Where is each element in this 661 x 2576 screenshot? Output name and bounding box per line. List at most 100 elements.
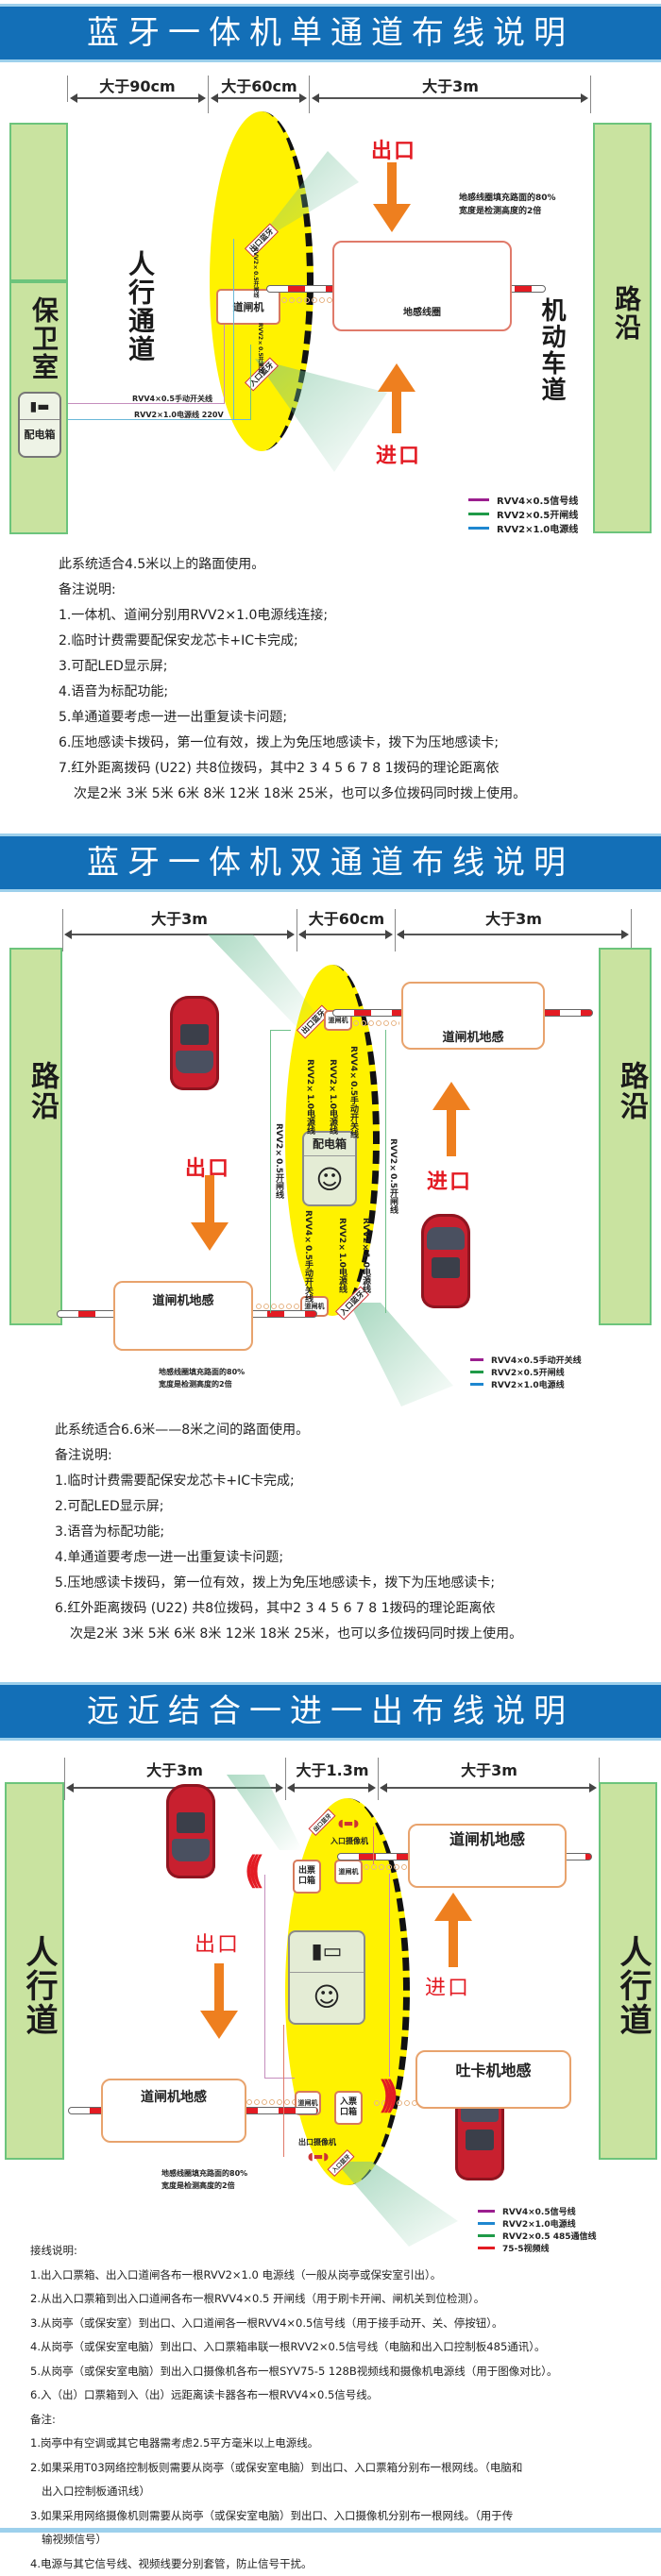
guard-room-label: 保卫室 [25,296,62,381]
loop-note-line-2: 宽度是检测高度的2倍 [459,205,556,218]
barrier-chain [352,1020,399,1026]
section2-title-banner: 蓝牙一体机双通道布线说明 [0,833,661,892]
loop-note-line-1: 地感线圈填充路面的80% [159,1366,245,1378]
entry-label: 进口 [376,439,421,469]
wiring-item: 1.出入口票箱、出入口道闸各布一根RVV2×1.0 电源线（一般从岗亭或保安室引… [30,2264,558,2288]
entry-arrow-icon [378,363,415,434]
ground-loop-label: 道闸机地感 [449,1830,525,1848]
remark-item: 1.岗亭中有空调或其它电器需考虑2.5平方毫米以上电源线。 [30,2432,558,2456]
legend-item: RVV4×0.5信号线 [478,2205,597,2217]
entry-arrow-icon [434,1893,472,1968]
legend-section2: RVV4×0.5手动开关线 RVV2×0.5开闸线 RVV2×1.0电源线 [470,1354,582,1390]
ground-loop-label: 道闸机地感 [141,2090,207,2105]
curb-right: 人行道 [599,1782,657,2160]
legend-item: RVV2×1.0电源线 [478,2217,597,2230]
loop-note-line-2: 宽度是检测高度的2倍 [161,2180,247,2192]
cable-open-vertical [250,345,251,420]
barrier-chain [246,2099,295,2105]
ground-loop-label: 道闸机地感 [152,1294,213,1308]
barrier-chain [280,297,332,303]
curb-right-label: 人行道 [610,1935,656,2037]
entry-reader-beam [349,1303,453,1406]
dim-tick [395,909,396,951]
roadway-label: 机动车道 [534,297,569,403]
dim-label-3: 大于3m [397,906,631,929]
exit-arrow-icon [200,1963,238,2039]
section3-title-banner: 远近结合一进一出布线说明 [0,1682,661,1741]
cable-open-left [270,1030,271,1313]
dim-arrow-2 [212,97,305,99]
exit-ticket-box: 出票口箱 [293,1860,321,1894]
remarks-heading: 备注: [30,2408,558,2433]
cable-manual-switch-vertical [224,325,225,404]
dim-label-1: 大于3m [62,906,297,929]
entry-reader-beam [335,2162,458,2247]
exit-arrow-icon [191,1175,229,1251]
cable-power-vertical [233,239,234,420]
section2-intro: 此系统适合6.6米——8米之间的路面使用。 [55,1418,522,1443]
cable-manual-switch-label: RVV4×0.5手动开关线 [132,394,212,404]
wiring-item: 4.从岗亭（或保安室电脑）到出口、入口票箱串联一根RVV2×0.5信号线（电脑和… [30,2335,558,2360]
entry-label: 进口 [427,1165,472,1195]
exit-reader-beam [208,934,321,1029]
curb-left-top [9,123,68,281]
loop-note: 地感线圈填充路面的80% 宽度是检测高度的2倍 [459,192,556,218]
legend-section1: RVV4×0.5信号线 RVV2×0.5开闸线 RVV2×1.0电源线 [468,493,578,535]
dim-label-3: 大于3m [380,1758,599,1780]
cable-label: RVV4×0.5手动开关线 [302,1210,314,1303]
exit-ticket-box-label: 出票口箱 [297,1866,316,1887]
ground-loop-label: 道闸机地感 [442,1031,503,1045]
remark-item: 3.如果采用网络摄像机则需要从岗亭（或保安室电脑）到出口、入口摄像机分别布一根网… [30,2504,558,2529]
note-item: 3.可配LED显示屏; [59,654,526,680]
dim-arrow-2 [300,934,391,935]
note-item: 2.可配LED显示屏; [55,1494,522,1520]
section3-notes: 接线说明: 1.出入口票箱、出入口道闸各布一根RVV2×1.0 电源线（一般从岗… [30,2239,558,2576]
ground-loop-bottom: 道闸机地感 [101,2079,246,2143]
note-item: 2.临时计费需要配保安龙芯卡+IC卡完成; [59,629,526,654]
cable-power-label: RVV2×1.0电源线 220V [134,410,224,420]
dim-tick [378,1758,379,1800]
ground-loop-top: 道闸机地感 [408,1824,567,1888]
legend-item: RVV2×1.0电源线 [470,1378,582,1390]
barrier-machine-top: 道闸机 [334,1860,363,1884]
dim-tick [631,909,632,951]
wiring-item: 3.从岗亭（或保安室）到出口、入口道闸各一根RVV4×0.5信号线（用于接手动开… [30,2312,558,2336]
dim-arrow-1 [72,97,204,99]
note-item: 4.单通道要考虑一进一出重复读卡问题; [55,1545,522,1571]
entry-ticket-box: 入票口箱 [334,2091,363,2125]
walkway-label: 人行通道 [121,250,159,363]
section1-notes-heading: 备注说明: [59,578,526,603]
note-item: 1.临时计费需要配保安龙芯卡+IC卡完成; [55,1469,522,1494]
cable-open-label-2: RVV2×0.5开闸线 [256,323,264,374]
barrier-machine-label: 道闸机 [329,1016,348,1025]
cable-video-right [373,1827,374,1864]
note-item: 次是2米 3米 5米 6米 8米 12米 18米 25米，也可以多位拨码同时拨上… [55,1622,522,1647]
note-item: 4.语音为标配功能; [59,680,526,705]
ground-loop-card: 吐卡机地感 [415,2050,571,2109]
exit-camera-label: 出口摄像机 [298,2137,336,2147]
barrier-machine-label: 道闸机 [339,1867,359,1877]
exit-label: 出口 [195,1928,240,1958]
guard-booth: ▮▭ ☺ [288,1930,365,2025]
cable-signal-left-h [264,2078,295,2079]
legend-item: RVV4×0.5手动开关线 [470,1354,582,1366]
car-exit-icon [166,1784,215,1878]
reader-signal-waves-icon: ((( [244,1852,254,1890]
note-item: 6.红外距离拨码 (U22) 共8位拨码，其中2 3 4 5 6 7 8 1拨码… [55,1596,522,1622]
remark-item: 4.电源与其它信号线、视频线要分别套管，防止信号干扰。 [30,2552,558,2576]
cable-label: RVV2×1.0电源线 [360,1218,372,1293]
loop-note: 地感线圈填充路面的80% 宽度是检测高度的2倍 [161,2167,247,2192]
loop-note: 地感线圈填充路面的80% 宽度是检测高度的2倍 [159,1366,245,1390]
dim-arrow-3 [314,97,586,99]
barrier-machine-label: 道闸机 [233,299,264,314]
operator-icon: ☺ [304,1156,355,1204]
car-entry-icon [421,1214,470,1308]
section1-title: 蓝牙一体机单通道布线说明 [87,14,574,52]
exit-arrow-icon [373,162,411,233]
power-box-label: 配电箱 [20,420,59,450]
dim-tick [208,76,209,113]
section2-title: 蓝牙一体机双通道布线说明 [87,844,574,882]
curb-left: 路沿 [9,948,62,1325]
curb-right: 路沿 [599,948,652,1325]
loop-note-line-2: 宽度是检测高度的2倍 [159,1378,245,1390]
